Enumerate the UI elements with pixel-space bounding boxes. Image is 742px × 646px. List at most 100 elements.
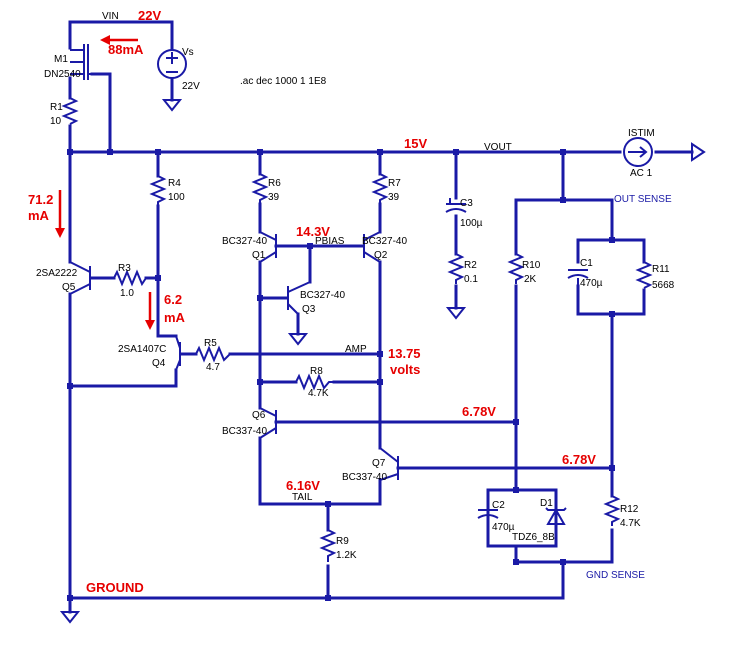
c1-value: 470µ bbox=[580, 278, 603, 289]
c2-ref: C2 bbox=[492, 500, 505, 511]
r4-ref: R4 bbox=[168, 178, 181, 189]
r4-symbol bbox=[149, 175, 167, 206]
vin-voltage-annotation: 22V bbox=[138, 8, 161, 23]
vs-value: 22V bbox=[182, 81, 200, 92]
net-label-out-sense: OUT SENSE bbox=[614, 194, 672, 205]
q3-value: BC327-40 bbox=[300, 290, 345, 301]
r9-ref: R9 bbox=[336, 536, 349, 547]
q5-value: 2SA2222 bbox=[36, 268, 78, 279]
r11-symbol bbox=[635, 261, 653, 289]
r11-value: 5668 bbox=[652, 280, 675, 291]
q4-value: 2SA1407C bbox=[118, 344, 166, 355]
r2-value: 0.1 bbox=[464, 274, 478, 285]
r10-ref: R10 bbox=[522, 260, 541, 271]
q1-value: BC327-40 bbox=[222, 236, 267, 247]
c3-ref: C3 bbox=[460, 198, 473, 209]
r5-ref: R5 bbox=[204, 338, 217, 349]
wire-c1r11-bot bbox=[576, 284, 646, 316]
q7-value: BC337-40 bbox=[342, 472, 387, 483]
net-label-tail: TAIL bbox=[292, 492, 313, 503]
r7-ref: R7 bbox=[388, 178, 401, 189]
r1-symbol bbox=[61, 97, 79, 125]
r4-value: 100 bbox=[168, 192, 185, 203]
net-label-vin: VIN bbox=[102, 11, 119, 22]
pbias-voltage-annotation: 14.3V bbox=[296, 224, 330, 239]
r7-value: 39 bbox=[388, 192, 400, 203]
wire-vin bbox=[68, 20, 174, 50]
r12-symbol bbox=[603, 495, 621, 526]
wire-q4-collector bbox=[68, 368, 178, 388]
ground-annotation: GROUND bbox=[86, 580, 144, 595]
net-label-gnd-sense: GND SENSE bbox=[586, 570, 645, 581]
component-labels: M1 DN2540 Vs 22V R1 10 R4 100 R6 39 R7 3… bbox=[36, 47, 675, 561]
transistors bbox=[69, 231, 399, 481]
r11-ref: R11 bbox=[652, 264, 670, 275]
q2-value: BC327-40 bbox=[362, 236, 407, 247]
istim-source-symbol bbox=[623, 137, 706, 167]
r6-value: 39 bbox=[268, 192, 280, 203]
r1-ref: R1 bbox=[50, 102, 63, 113]
r3-value: 1.0 bbox=[120, 288, 134, 299]
r2-symbol bbox=[447, 253, 465, 284]
q1-ref: Q1 bbox=[252, 250, 266, 261]
wire-ground-bus bbox=[68, 560, 565, 600]
q5-current-unit: mA bbox=[28, 208, 50, 223]
r10-value: 2K bbox=[524, 274, 537, 285]
c1-ref: C1 bbox=[580, 258, 593, 269]
q6-symbol bbox=[259, 407, 277, 439]
r12-value: 4.7K bbox=[620, 518, 641, 529]
r9-symbol bbox=[319, 529, 337, 562]
r10-symbol bbox=[507, 253, 525, 284]
q4-symbol bbox=[175, 335, 181, 371]
capacitors bbox=[445, 198, 589, 519]
measurement-annotations: 22V 88mA 71.2 mA 6.2 mA 15V 14.3V 13.75 … bbox=[28, 8, 596, 595]
r7-symbol bbox=[371, 173, 389, 204]
ground-symbols bbox=[59, 99, 467, 624]
wire-c2d1-box bbox=[486, 488, 558, 548]
q6-value: BC337-40 bbox=[222, 426, 267, 437]
r8-value: 4.7K bbox=[308, 388, 329, 399]
ref2-voltage-annotation: 6.78V bbox=[562, 452, 596, 467]
r12-ref: R12 bbox=[620, 504, 639, 515]
spice-directive: .ac dec 1000 1 1E8 bbox=[240, 76, 327, 87]
m1-mosfet-symbol bbox=[70, 44, 92, 80]
r2-ref: R2 bbox=[464, 260, 477, 271]
amp-voltage-unit: volts bbox=[390, 362, 420, 377]
ref1-voltage-annotation: 6.78V bbox=[462, 404, 496, 419]
wire-outsense-h bbox=[514, 198, 614, 242]
wire-c1r11-top bbox=[576, 238, 646, 264]
r1-value: 10 bbox=[50, 116, 62, 127]
junctions bbox=[67, 149, 615, 601]
wire-q6-e bbox=[258, 436, 382, 506]
c3-symbol bbox=[445, 198, 467, 213]
r8-ref: R8 bbox=[310, 366, 323, 377]
q2-ref: Q2 bbox=[374, 250, 388, 261]
r5-symbol bbox=[195, 345, 231, 363]
net-label-amp: AMP bbox=[345, 344, 367, 355]
c3-value: 100µ bbox=[460, 218, 483, 229]
tail-voltage-annotation: 6.16V bbox=[286, 478, 320, 493]
istim-value: AC 1 bbox=[630, 168, 653, 179]
r6-symbol bbox=[251, 173, 269, 204]
resistors bbox=[61, 97, 653, 562]
q4-ref: Q4 bbox=[152, 358, 166, 369]
q2-symbol bbox=[363, 231, 381, 263]
d1-ref: D1 bbox=[540, 498, 553, 509]
current-arrows bbox=[55, 35, 155, 330]
r9-value: 1.2K bbox=[336, 550, 357, 561]
q4-current-unit: mA bbox=[164, 310, 186, 325]
net-label-pbias: PBIAS bbox=[315, 236, 345, 247]
q5-ref: Q5 bbox=[62, 282, 76, 293]
net-label-vout: VOUT bbox=[484, 142, 512, 153]
r6-ref: R6 bbox=[268, 178, 281, 189]
c2-symbol bbox=[477, 509, 499, 519]
q5-current-annotation: 71.2 bbox=[28, 192, 53, 207]
rail-voltage-annotation: 15V bbox=[404, 136, 427, 151]
amp-voltage-annotation: 13.75 bbox=[388, 346, 421, 361]
r3-ref: R3 bbox=[118, 263, 131, 274]
r3-symbol bbox=[113, 269, 147, 287]
q7-ref: Q7 bbox=[372, 458, 386, 469]
q3-ref: Q3 bbox=[302, 304, 316, 315]
vin-current-annotation: 88mA bbox=[108, 42, 144, 57]
